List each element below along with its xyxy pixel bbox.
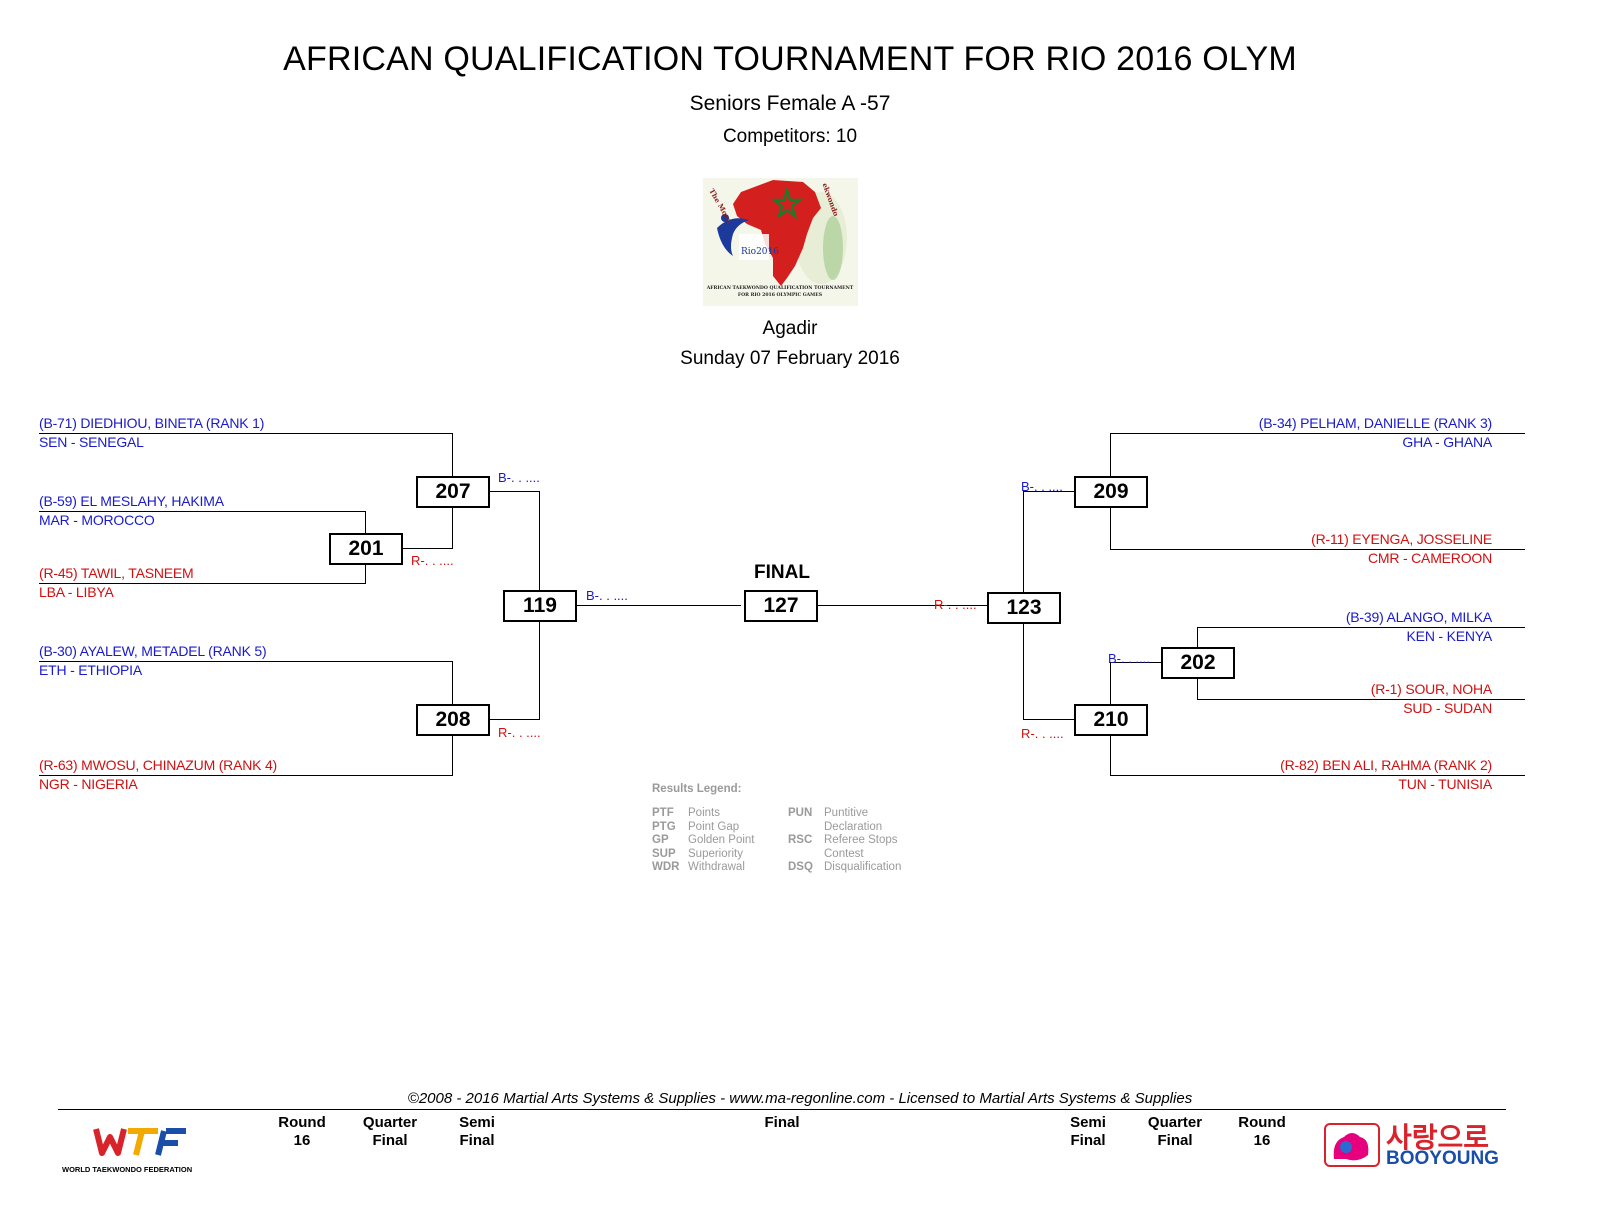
bracket-line xyxy=(452,719,540,720)
final-label: FINAL xyxy=(754,562,810,583)
match-result: B-. . .... xyxy=(1108,651,1150,666)
match-123[interactable]: 123 xyxy=(987,592,1061,624)
bracket-line xyxy=(1197,699,1525,700)
competitor-nation: CMR - CAMEROON xyxy=(1368,550,1492,566)
competitor-name: (R-45) TAWIL, TASNEEM xyxy=(39,565,194,581)
wtf-emblem-icon xyxy=(93,1128,186,1156)
bracket-line xyxy=(1023,491,1111,492)
footer-divider xyxy=(58,1109,1506,1110)
competitor-name: (R-82) BEN ALI, RAHMA (RANK 2) xyxy=(1280,757,1492,773)
competitor-name: (B-39) ALANGO, MILKA xyxy=(1345,609,1492,625)
match-210[interactable]: 210 xyxy=(1074,704,1148,736)
bracket-line xyxy=(365,548,453,549)
bracket-line xyxy=(452,491,540,492)
match-result: R-. . .... xyxy=(1021,726,1064,741)
match-result: R-. . .... xyxy=(498,725,541,740)
match-result: R-. . .... xyxy=(934,597,977,612)
competitor-nation: GHA - GHANA xyxy=(1402,434,1492,450)
competitor-name: (R-63) MWOSU, CHINAZUM (RANK 4) xyxy=(39,757,278,773)
event-logo: Rio2016 The Moro ekwondo AFRICAN TAEKWON… xyxy=(703,178,858,306)
svg-text:AFRICAN TAEKWONDO QUALIFICATIO: AFRICAN TAEKWONDO QUALIFICATION TOURNAME… xyxy=(706,285,854,291)
match-result: B-. . .... xyxy=(498,470,540,485)
competitor-name: (B-34) PELHAM, DANIELLE (RANK 3) xyxy=(1258,415,1492,431)
match-207[interactable]: 207 xyxy=(416,476,490,508)
sponsor-korean: 사랑으로 xyxy=(1386,1121,1490,1154)
venue: Agadir xyxy=(762,318,818,339)
wtf-caption: WORLD TAEKWONDO FEDERATION xyxy=(62,1165,193,1174)
svg-text:FOR RIO 2016 OLYMPIC GAMES: FOR RIO 2016 OLYMPIC GAMES xyxy=(738,292,823,298)
competitor-nation: ETH - ETHIOPIA xyxy=(39,662,142,678)
legend-title: Results Legend: xyxy=(652,783,742,795)
bracket-line xyxy=(39,511,366,512)
competitor-name: (B-71) DIEDHIOU, BINETA (RANK 1) xyxy=(39,415,265,431)
svg-text:Rio2016: Rio2016 xyxy=(741,247,779,257)
competitor-nation: LBA - LIBYA xyxy=(39,584,114,600)
competitor-nation: SUD - SUDAN xyxy=(1403,700,1492,716)
match-201[interactable]: 201 xyxy=(329,533,403,565)
africa-map-icon: Rio2016 The Moro ekwondo AFRICAN TAEKWON… xyxy=(703,178,858,306)
wtf-logo: WORLD TAEKWONDO FEDERATION xyxy=(62,1125,202,1174)
competitor-name: (B-30) AYALEW, METADEL (RANK 5) xyxy=(39,643,267,659)
competitor-count: Competitors: 10 xyxy=(722,126,858,147)
match-208[interactable]: 208 xyxy=(416,704,490,736)
bracket-line xyxy=(1023,719,1111,720)
bracket-line xyxy=(1110,549,1525,550)
match-202[interactable]: 202 xyxy=(1161,647,1235,679)
competitor-nation: TUN - TUNISIA xyxy=(1398,776,1492,792)
bracket-line xyxy=(39,433,453,434)
competitor-name: (B-59) EL MESLAHY, HAKIMA xyxy=(39,493,224,509)
event-date: Sunday 07 February 2016 xyxy=(680,348,900,369)
match-209[interactable]: 209 xyxy=(1074,476,1148,508)
bracket-line xyxy=(1197,627,1525,628)
competitor-name: (R-1) SOUR, NOHA xyxy=(1370,681,1492,697)
bracket-line xyxy=(780,605,1023,606)
booyoung-emblem-icon xyxy=(1324,1123,1380,1167)
competitor-name: (R-11) EYENGA, JOSSELINE xyxy=(1311,531,1492,547)
match-127[interactable]: 127 xyxy=(744,590,818,622)
bracket-line xyxy=(1110,775,1525,776)
competitor-nation: KEN - KENYA xyxy=(1406,628,1493,644)
match-result: R-. . .... xyxy=(411,553,454,568)
division-subtitle: Seniors Female A -57 xyxy=(689,92,891,115)
copyright-notice: ©2008 - 2016 Martial Arts Systems & Supp… xyxy=(407,1090,1193,1107)
page-title: AFRICAN QUALIFICATION TOURNAMENT FOR RIO… xyxy=(283,40,1297,78)
bracket-line xyxy=(1110,662,1198,663)
bracket-line xyxy=(39,775,453,776)
competitor-nation: SEN - SENEGAL xyxy=(39,434,144,450)
bracket-line xyxy=(1110,433,1525,434)
sponsor-name: BOOYOUNG xyxy=(1386,1148,1499,1169)
bracket-line xyxy=(539,605,741,606)
booyoung-logo: 사랑으로 BOOYOUNG xyxy=(1324,1121,1512,1170)
match-119[interactable]: 119 xyxy=(503,590,577,622)
bracket-line xyxy=(39,661,453,662)
competitor-nation: NGR - NIGERIA xyxy=(39,776,138,792)
match-result: B-. . .... xyxy=(1021,479,1063,494)
bracket-line xyxy=(39,583,366,584)
round-label: Final xyxy=(764,1114,800,1131)
competitor-nation: MAR - MOROCCO xyxy=(39,512,155,528)
match-result: B-. . .... xyxy=(586,588,628,603)
